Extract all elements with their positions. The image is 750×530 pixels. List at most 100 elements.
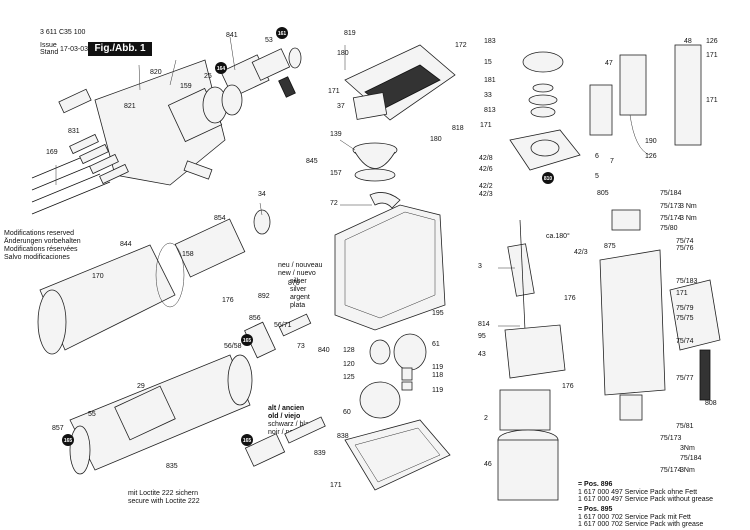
circled-reference-label: 165 [243, 438, 252, 444]
modifications-line: Modifications reserved [4, 230, 75, 237]
part-label: 157 [330, 170, 342, 177]
part-label: 42/3 [479, 191, 493, 198]
switch-handle [589, 44, 702, 156]
pos896-note: 1 617 000 497 Service Pack ohne Fett [578, 489, 698, 496]
field-housing [497, 324, 566, 501]
part-label: 61 [432, 341, 440, 348]
bolts [31, 157, 111, 215]
crank-housing [94, 59, 243, 186]
part-label: 172 [455, 42, 467, 49]
part-label: 158 [182, 251, 194, 258]
circled-reference: 810 [542, 172, 554, 184]
armature [507, 219, 535, 331]
part-label: 73 [297, 343, 305, 350]
modifications-line: Modifications réservées [4, 246, 78, 253]
color-note-new: plata [290, 302, 306, 309]
part-label: 75/173 [660, 435, 682, 442]
circled-reference: 165 [241, 334, 253, 346]
part-label: 42/3 [574, 249, 588, 256]
part-label: 126 [645, 153, 657, 160]
part-label: 33 [484, 92, 492, 99]
torque-label: 3Nm [680, 445, 695, 452]
part-labels: 8415382025159821831169348548441581701762… [46, 30, 718, 489]
pos896-note: = Pos. 896 [578, 481, 613, 488]
part-label: 120 [343, 361, 355, 368]
color-note-new: silber [290, 278, 307, 285]
part-label: 15 [484, 59, 492, 66]
top-cover [344, 44, 456, 121]
part-label: 838 [337, 433, 349, 440]
part-label: 55 [88, 411, 96, 418]
color-note-new: neu / nouveau [278, 262, 323, 269]
circled-reference: 161 [276, 27, 288, 39]
part-label: 180 [337, 50, 349, 57]
part-label: 75/183 [676, 278, 698, 285]
part-label: 42/6 [479, 166, 493, 173]
issue-date: 17-03-03 [60, 46, 89, 53]
part-label: 892 [258, 293, 270, 300]
part-label: 180 [430, 136, 442, 143]
color-note-new: new / nuevo [278, 270, 316, 277]
part-label: 75/184 [660, 190, 682, 197]
circled-reference-dot [542, 172, 554, 184]
circled-reference-dot [241, 434, 253, 446]
brush-plate [509, 129, 581, 171]
circled-reference-dot [215, 62, 227, 74]
pos895-note: 1 617 000 702 Service Pack with grease [578, 521, 704, 528]
part-label: 75/76 [676, 245, 694, 252]
part-label: 856 [249, 315, 261, 322]
part-label: 3 [478, 263, 482, 270]
part-label: 42/2 [479, 183, 493, 190]
part-label: 6 [595, 153, 599, 160]
color-note-old: schwarz / black [268, 421, 316, 428]
part-label: 195 [432, 310, 444, 317]
pos896-note: 1 617 000 497 Service Pack without greas… [578, 496, 714, 503]
part-label: 56/71 [274, 322, 292, 329]
color-note-old: old / viejo [268, 413, 301, 420]
hammer-tube [69, 354, 253, 475]
part-label: 2 [484, 415, 488, 422]
gear-housing [334, 192, 446, 331]
gears [359, 333, 427, 419]
color-note-old: noir / negro [268, 429, 304, 436]
loctite-note: secure with Loctite 222 [128, 498, 200, 505]
part-label: 25 [204, 73, 212, 80]
stand-label: Stand [40, 49, 59, 56]
part-label: 805 [597, 190, 609, 197]
modifications-line: Änderungen vorbehalten [4, 238, 81, 245]
torque-label: 3Nm [680, 467, 695, 474]
part-label: 75/184 [680, 455, 702, 462]
circled-reference-label: 164 [217, 66, 226, 72]
part-label: 813 [484, 107, 496, 114]
part-label: 119 [432, 364, 443, 371]
bottom-cover [344, 419, 451, 491]
part-label: 831 [68, 128, 80, 135]
part-label: 42/8 [479, 155, 493, 162]
piston-assembly [244, 313, 326, 467]
part-label: 75/81 [676, 423, 694, 430]
circled-reference-dot [62, 434, 74, 446]
part-label: 839 [314, 450, 326, 457]
part-label: 56/58 [224, 343, 242, 350]
part-label: 48 [684, 38, 692, 45]
part-label: 854 [214, 215, 226, 222]
loctite-note: mit Loctite 222 sichern [128, 490, 199, 497]
part-label: 139 [330, 131, 342, 138]
leader-lines [55, 36, 520, 327]
part-label: 841 [226, 32, 238, 39]
part-label: 170 [92, 273, 104, 280]
torque-label: 3 Nm [680, 203, 697, 210]
part-label: 819 [344, 30, 356, 37]
rear-handle [599, 209, 721, 421]
part-label: 75/173 [660, 203, 682, 210]
part-label: 118 [432, 372, 443, 379]
part-label: 814 [478, 321, 490, 328]
part-label: 75/77 [676, 375, 694, 382]
sleeve-854 [174, 209, 271, 278]
part-label: 72 [330, 200, 338, 207]
part-label: 29 [137, 383, 145, 390]
pos895-note: = Pos. 895 [578, 506, 613, 513]
cylinder-housing [37, 242, 185, 355]
part-label: 857 [52, 425, 64, 432]
part-label: 171 [480, 122, 492, 129]
